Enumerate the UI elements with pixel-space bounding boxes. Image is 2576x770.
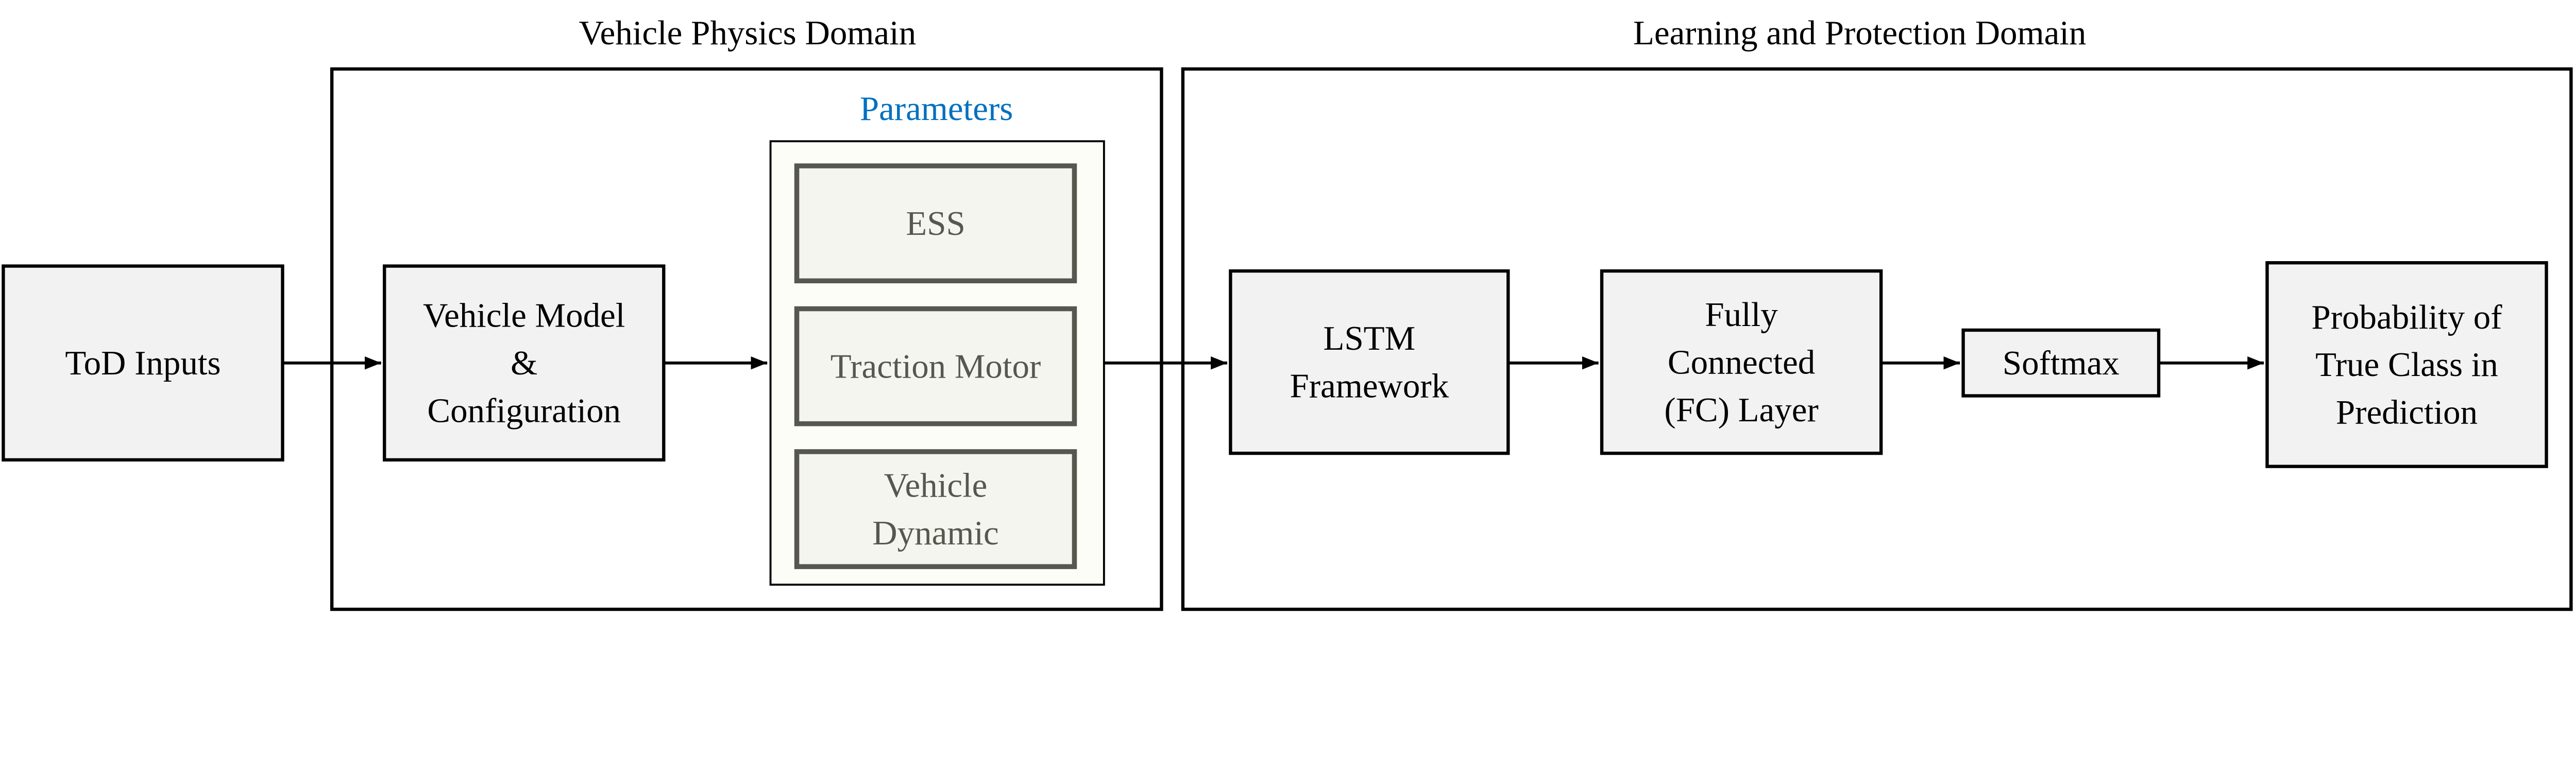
traction-motor-parameter-box (794, 306, 1077, 426)
diagram: Vehicle Physics Domain Learning and Prot… (2, 14, 2573, 611)
ess-parameter-label: ESS (906, 204, 965, 243)
flow-nodes: ToD Inputs Vehicle Model & Configuration LST… (2, 261, 2548, 468)
tod-inputs-node-label: ToD Inputs (65, 344, 221, 382)
physics-domain-box (330, 67, 1163, 611)
learning-domain-title: Learning and Protection Domain (1633, 14, 2086, 52)
probability-node-label: Prediction (2336, 393, 2478, 432)
ess-parameter-box (794, 163, 1077, 284)
probability-node-label: True Class in (2315, 346, 2498, 384)
traction-motor-parameter-label: Traction Motor (831, 347, 1041, 385)
traction-motor-parameter: Traction Motor (794, 306, 1077, 426)
lstm-node-label: LSTM (1324, 319, 1416, 357)
vehicle-model-node: Vehicle Model & Configuration (382, 264, 666, 462)
lstm-node-label: Framework (1290, 367, 1449, 405)
softmax-node-label: Softmax (2003, 344, 2120, 382)
physics-domain-title: Vehicle Physics Domain (579, 14, 917, 52)
tod-inputs-node-box (2, 264, 284, 462)
fc-layer-node-label: Connected (1668, 343, 1815, 381)
vehicle-dynamic-parameter-box (794, 449, 1077, 569)
probability-node: Probability of True Class in Prediction (2265, 261, 2548, 468)
fc-layer-node-label: Fully (1705, 296, 1778, 334)
ess-parameter: ESS (794, 163, 1077, 284)
fc-layer-node-label: (FC) Layer (1664, 391, 1818, 429)
softmax-node-box (1961, 328, 2161, 398)
softmax-node: Softmax (1961, 328, 2161, 398)
parameters-label: Parameters (860, 90, 1013, 128)
vehicle-model-node-label: & (511, 344, 537, 382)
lstm-node: LSTM Framework (1229, 269, 1510, 455)
lstm-node-box (1229, 269, 1510, 455)
probability-node-label: Probability of (2312, 298, 2503, 336)
tod-inputs-node: ToD Inputs (2, 264, 284, 462)
probability-node-box (2265, 261, 2548, 468)
fc-layer-node-box (1600, 269, 1883, 455)
vehicle-model-node-label: Vehicle Model (423, 297, 625, 335)
vehicle-dynamic-parameter-label: Vehicle (884, 467, 988, 505)
learning-domain-box (1181, 67, 2573, 611)
vehicle-model-node-box (382, 264, 666, 462)
vehicle-dynamic-parameter-label: Dynamic (872, 514, 998, 552)
vehicle-model-node-label: Configuration (427, 392, 621, 430)
